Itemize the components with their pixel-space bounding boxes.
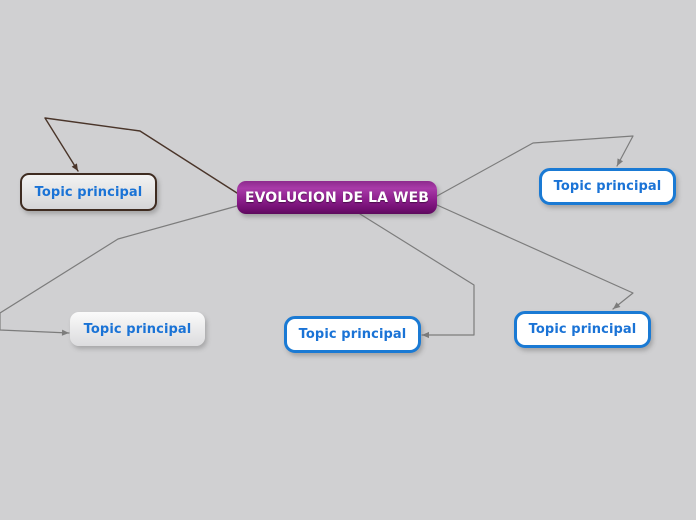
root-node-evolucion-de-la-web[interactable]: EVOLUCION DE LA WEB <box>237 181 437 214</box>
topic-node-label: Topic principal <box>528 322 637 337</box>
topic-node-top-right[interactable]: Topic principal <box>539 168 676 205</box>
root-node-label: EVOLUCION DE LA WEB <box>244 189 430 206</box>
connector-arrowhead <box>71 163 78 171</box>
topic-node-bottom-right[interactable]: Topic principal <box>514 311 651 348</box>
topic-node-label: Topic principal <box>83 321 192 337</box>
connector-arrowhead <box>61 329 69 336</box>
topic-node-label: Topic principal <box>298 327 407 342</box>
connector-arrowhead <box>422 331 429 339</box>
connector-arrowhead <box>617 158 624 166</box>
topic-node-label: Topic principal <box>553 179 662 194</box>
topic-node-label: Topic principal <box>34 184 143 200</box>
connector-bottom-right <box>436 204 634 310</box>
topic-node-left[interactable]: Topic principal <box>20 173 157 211</box>
topic-node-bottom-left[interactable]: Topic principal <box>70 312 205 346</box>
connector-arrowhead <box>613 302 621 309</box>
topic-node-bottom-center[interactable]: Topic principal <box>284 316 421 353</box>
